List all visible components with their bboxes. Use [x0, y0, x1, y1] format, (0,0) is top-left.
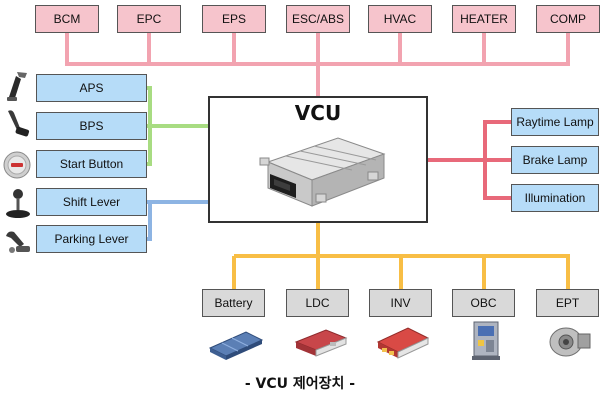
top-bus-lines [65, 33, 570, 96]
input-shift-lever: Shift Lever [36, 188, 147, 216]
module-bcm: BCM [35, 5, 99, 33]
diagram-caption: - VCU 제어장치 - [244, 376, 356, 392]
output-brake-lamp: Brake Lamp [511, 146, 599, 174]
output-illumination: Illumination [511, 184, 599, 212]
ldc-converter-icon [294, 329, 348, 357]
module-comp: COMP [536, 5, 600, 33]
output-raytime-lamp: Raytime Lamp [511, 108, 599, 136]
module-epc: EPC [117, 5, 181, 33]
vcu-ecu-module-icon [259, 137, 386, 207]
module-esc-abs: ESC/ABS [286, 5, 350, 33]
battery-pack-icon [208, 331, 264, 360]
module-heater: HEATER [452, 5, 516, 33]
electric-powertrain-icon [549, 327, 591, 357]
input-aps: APS [36, 74, 147, 102]
vcu-box: VCU [208, 96, 428, 223]
vcu-title: VCU [294, 101, 342, 125]
brake-pedal-icon [8, 110, 30, 137]
input-bps: BPS [36, 112, 147, 140]
parking-lever-icon [6, 231, 30, 253]
component-ldc: LDC [286, 289, 349, 317]
onboard-charger-icon [472, 321, 500, 360]
input-start-button: Start Button [36, 150, 147, 178]
left-green-bus-lines [147, 86, 208, 166]
shift-lever-icon [6, 189, 30, 218]
inverter-icon [376, 327, 430, 359]
component-obc: OBC [452, 289, 515, 317]
module-eps: EPS [202, 5, 266, 33]
right-bus-lines [428, 120, 511, 200]
accelerator-pedal-icon [7, 72, 27, 101]
start-button-icon [3, 151, 31, 179]
left-blue-bus-lines [147, 200, 208, 241]
component-battery: Battery [202, 289, 265, 317]
bottom-bus-lines [232, 223, 570, 289]
component-inv: INV [369, 289, 432, 317]
input-parking-lever: Parking Lever [36, 225, 147, 253]
module-hvac: HVAC [368, 5, 432, 33]
component-ept: EPT [536, 289, 599, 317]
